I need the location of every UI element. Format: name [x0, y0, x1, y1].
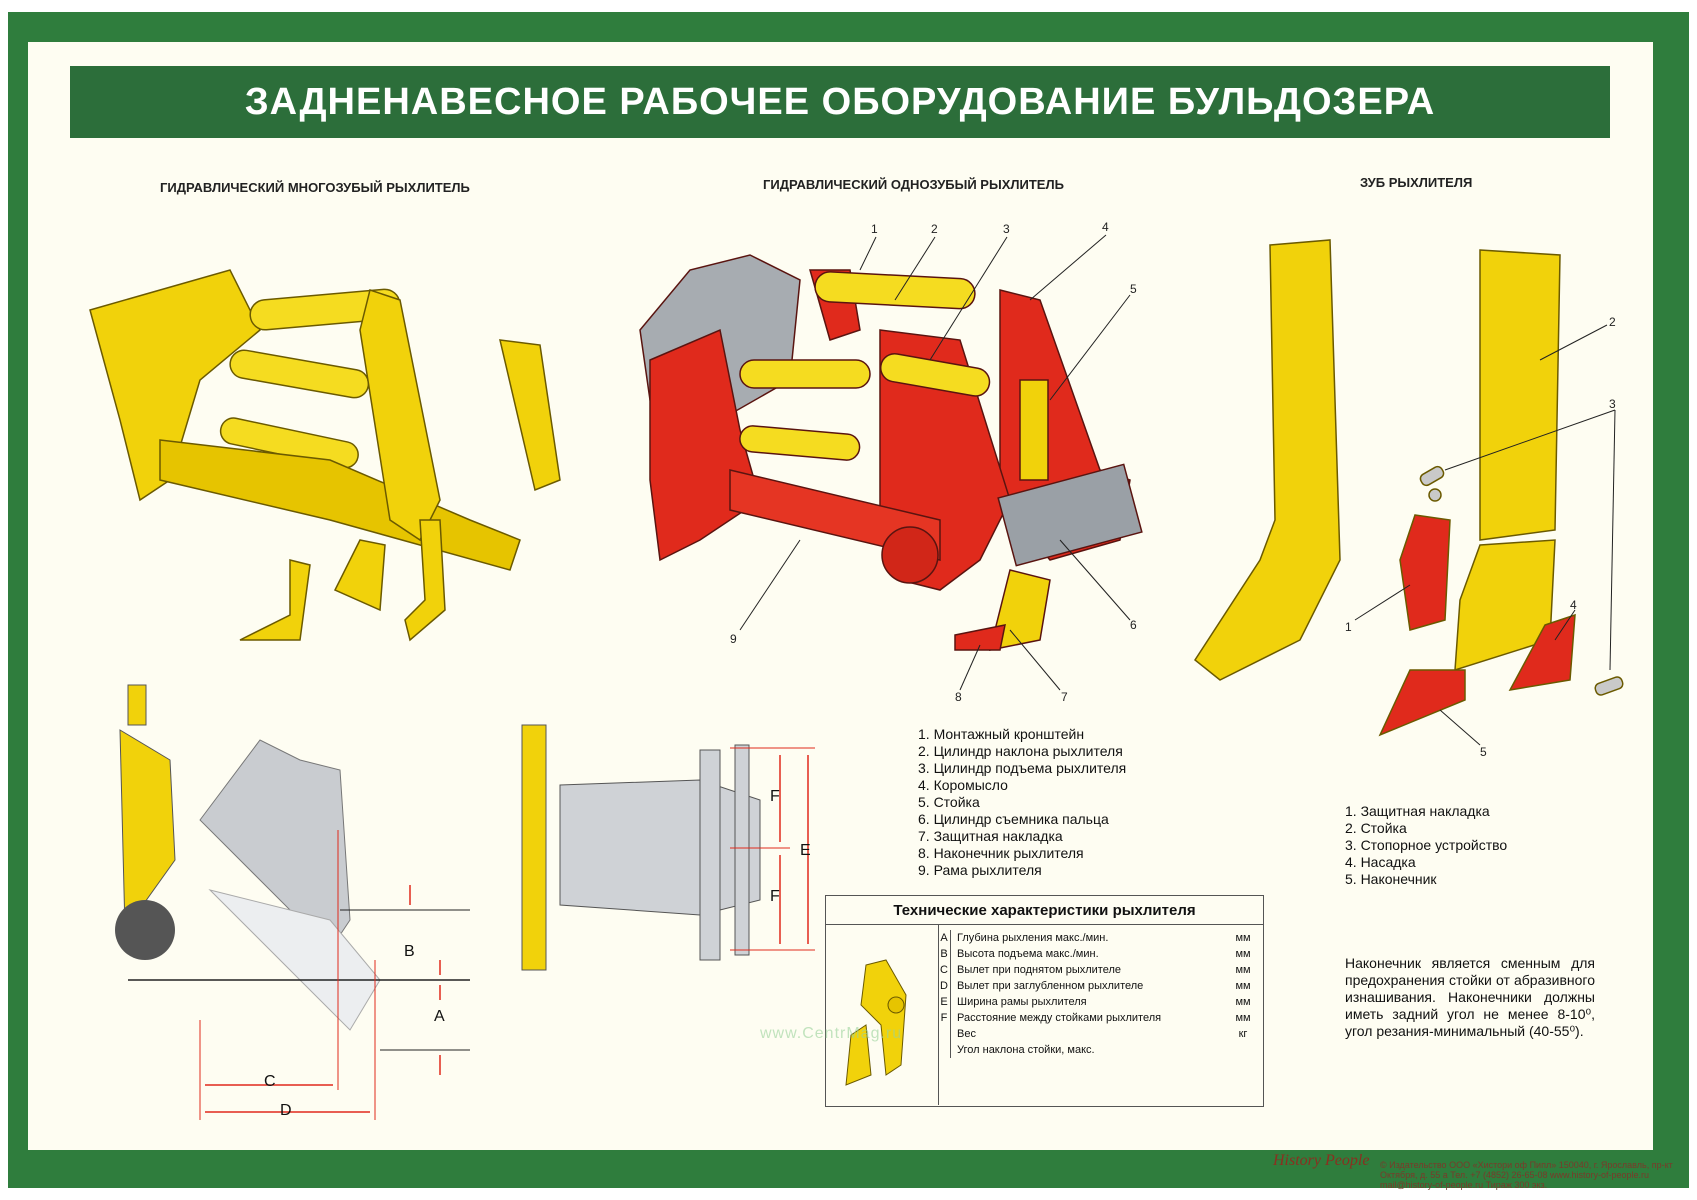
tech-thumbnail — [826, 925, 939, 1105]
callout-single-7: 7 — [1061, 690, 1068, 704]
callout-tooth-1: 1 — [1345, 620, 1352, 634]
tooth-leader-lines — [1354, 324, 1616, 746]
legend-item: 3. Стопорное устройство — [1345, 837, 1508, 853]
callout-tooth-5: 5 — [1480, 745, 1487, 759]
table-row: Угол наклона стойки, макс. — [938, 1042, 1263, 1058]
legend-item: 5. Наконечник — [1345, 871, 1437, 887]
single-shank-ripper-illustration — [639, 254, 1143, 651]
single-ripper-legend: 1. Монтажный кронштейн 2. Цилиндр наклон… — [918, 726, 1126, 879]
publisher-footer: © Издательство ООО «Хистори оф Пипл» 150… — [1380, 1160, 1673, 1190]
legend-item: 3. Цилиндр подъема рыхлителя — [918, 760, 1127, 776]
single-leader-lines — [739, 234, 1131, 691]
poster-title: ЗАДНЕНАВЕСНОЕ РАБОЧЕЕ ОБОРУДОВАНИЕ БУЛЬД… — [244, 80, 1436, 123]
tech-specs-title: Технические характеристики рыхлителя — [826, 896, 1263, 925]
legend-item: 4. Насадка — [1345, 854, 1416, 870]
dim-f1-label: F — [770, 788, 780, 805]
callout-single-9: 9 — [730, 632, 737, 646]
section-single-title: ГИДРАВЛИЧЕСКИЙ ОДНОЗУБЫЙ РЫХЛИТЕЛЬ — [763, 177, 1064, 192]
callout-tooth-3: 3 — [1609, 397, 1616, 411]
legend-item: 8. Наконечник рыхлителя — [918, 845, 1084, 861]
side-view-diagram — [115, 684, 470, 1120]
mini-ripper-icon — [845, 959, 907, 1086]
callout-single-3: 3 — [1003, 222, 1010, 236]
tooth-legend: 1. Защитная накладка 2. Стойка 3. Стопор… — [1345, 803, 1507, 888]
legend-item: 1. Защитная накладка — [1345, 803, 1490, 819]
dim-c-label: C — [264, 1073, 276, 1090]
legend-item: 5. Стойка — [918, 794, 980, 810]
top-view-diagram — [521, 724, 815, 971]
callout-single-2: 2 — [931, 222, 938, 236]
section-multi-title: ГИДРАВЛИЧЕСКИЙ МНОГОЗУБЫЙ РЫХЛИТЕЛЬ — [160, 180, 470, 195]
dim-f2-label: F — [770, 888, 780, 905]
callout-single-8: 8 — [955, 690, 962, 704]
callout-tooth-4: 4 — [1570, 598, 1577, 612]
dim-a-label: A — [434, 1008, 445, 1025]
ripper-tooth-illustration — [1194, 239, 1624, 737]
multi-shank-ripper-illustration — [89, 269, 561, 642]
legend-item: 6. Цилиндр съемника пальца — [918, 811, 1109, 827]
legend-item: 2. Стойка — [1345, 820, 1407, 836]
callout-single-6: 6 — [1130, 618, 1137, 632]
legend-item: 2. Цилиндр наклона рыхлителя — [918, 743, 1123, 759]
dim-e-label: E — [800, 842, 811, 859]
dim-d-label: D — [280, 1102, 292, 1119]
title-bar: ЗАДНЕНАВЕСНОЕ РАБОЧЕЕ ОБОРУДОВАНИЕ БУЛЬД… — [70, 66, 1610, 138]
callout-single-1: 1 — [871, 222, 878, 236]
legend-item: 9. Рама рыхлителя — [918, 862, 1042, 878]
section-tooth-title: ЗУБ РЫХЛИТЕЛЯ — [1360, 175, 1473, 190]
callout-tooth-2: 2 — [1609, 315, 1616, 329]
legend-item: 4. Коромысло — [918, 777, 1008, 793]
publisher-logo: History People — [1273, 1152, 1370, 1169]
callout-single-5: 5 — [1130, 282, 1137, 296]
tooth-note: Наконечник является сменным для предохра… — [1345, 955, 1595, 1039]
legend-item: 7. Защитная накладка — [918, 828, 1063, 844]
legend-item: 1. Монтажный кронштейн — [918, 726, 1085, 742]
watermark: www.CentrMag.ru — [760, 1025, 903, 1042]
callout-single-4: 4 — [1102, 220, 1109, 234]
dim-b-label: B — [404, 943, 415, 960]
